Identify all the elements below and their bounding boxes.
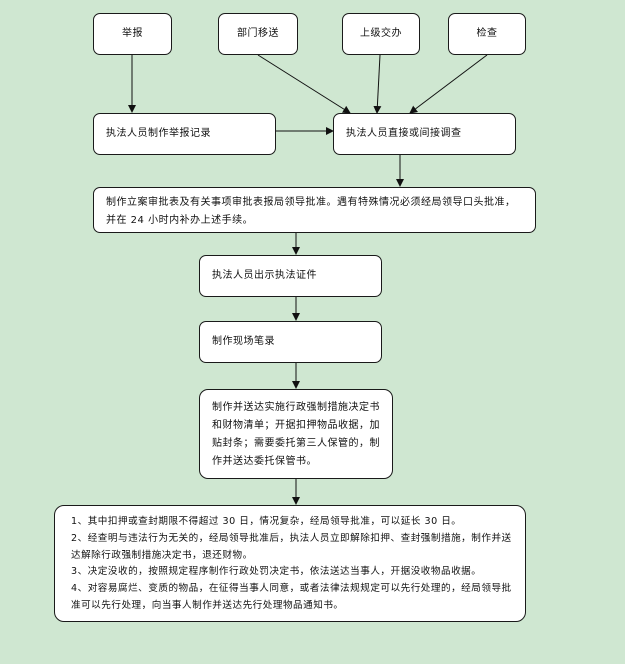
note-item: 4、对容易腐烂、变质的物品，在征得当事人同意，或者法律法规规定可以先行处理的，经… [71,583,512,611]
source-report-box: 举报 [93,13,172,55]
arrow-transfer-to-investigation [257,54,351,114]
note-item: 1、其中扣押或查封期限不得超过 30 日，情况复杂，经局领导批准，可以延长 30… [71,516,462,527]
approval-text: 制作立案审批表及有关事项审批表报局领导批准。遇有特殊情况必须经局领导口头批准，并… [106,197,516,226]
source-transfer-label: 部门移送 [237,28,279,40]
source-assigned-label: 上级交办 [360,28,402,40]
source-assigned-box: 上级交办 [342,13,420,55]
source-inspection-box: 检查 [448,13,526,55]
report-record-label: 执法人员制作举报记录 [106,128,211,140]
arrow-assigned-to-investigation [373,54,382,114]
note-item: 3、决定没收的，按照规定程序制作行政处罚决定书，依法送达当事人，开据没收物品收据… [71,566,482,578]
source-transfer-box: 部门移送 [218,13,298,55]
enforcement-box: 制作并送达实施行政强制措施决定书和财物清单；开据扣押物品收据，加贴封条；需要委托… [199,389,393,479]
report-record-box: 执法人员制作举报记录 [93,113,276,155]
show-credentials-label: 执法人员出示执法证件 [212,270,317,282]
source-report-label: 举报 [122,28,143,40]
approval-box: 制作立案审批表及有关事项审批表报局领导批准。遇有特殊情况必须经局领导口头批准，并… [93,187,536,233]
notes-box: 1、其中扣押或查封期限不得超过 30 日，情况复杂，经局领导批准，可以延长 30… [54,505,526,622]
onsite-record-box: 制作现场笔录 [199,321,382,363]
arrow-inspection-to-investigation [409,54,488,114]
investigation-label: 执法人员直接或间接调查 [346,128,462,140]
onsite-record-label: 制作现场笔录 [212,336,275,348]
note-item: 2、经查明与违法行为无关的，经局领导批准后，执法人员立即解除扣押、查封强制措施，… [71,532,512,561]
investigation-box: 执法人员直接或间接调查 [333,113,516,155]
show-credentials-box: 执法人员出示执法证件 [199,255,382,297]
enforcement-text: 制作并送达实施行政强制措施决定书和财物清单；开据扣押物品收据，加贴封条；需要委托… [212,402,380,467]
source-inspection-label: 检查 [476,28,498,40]
